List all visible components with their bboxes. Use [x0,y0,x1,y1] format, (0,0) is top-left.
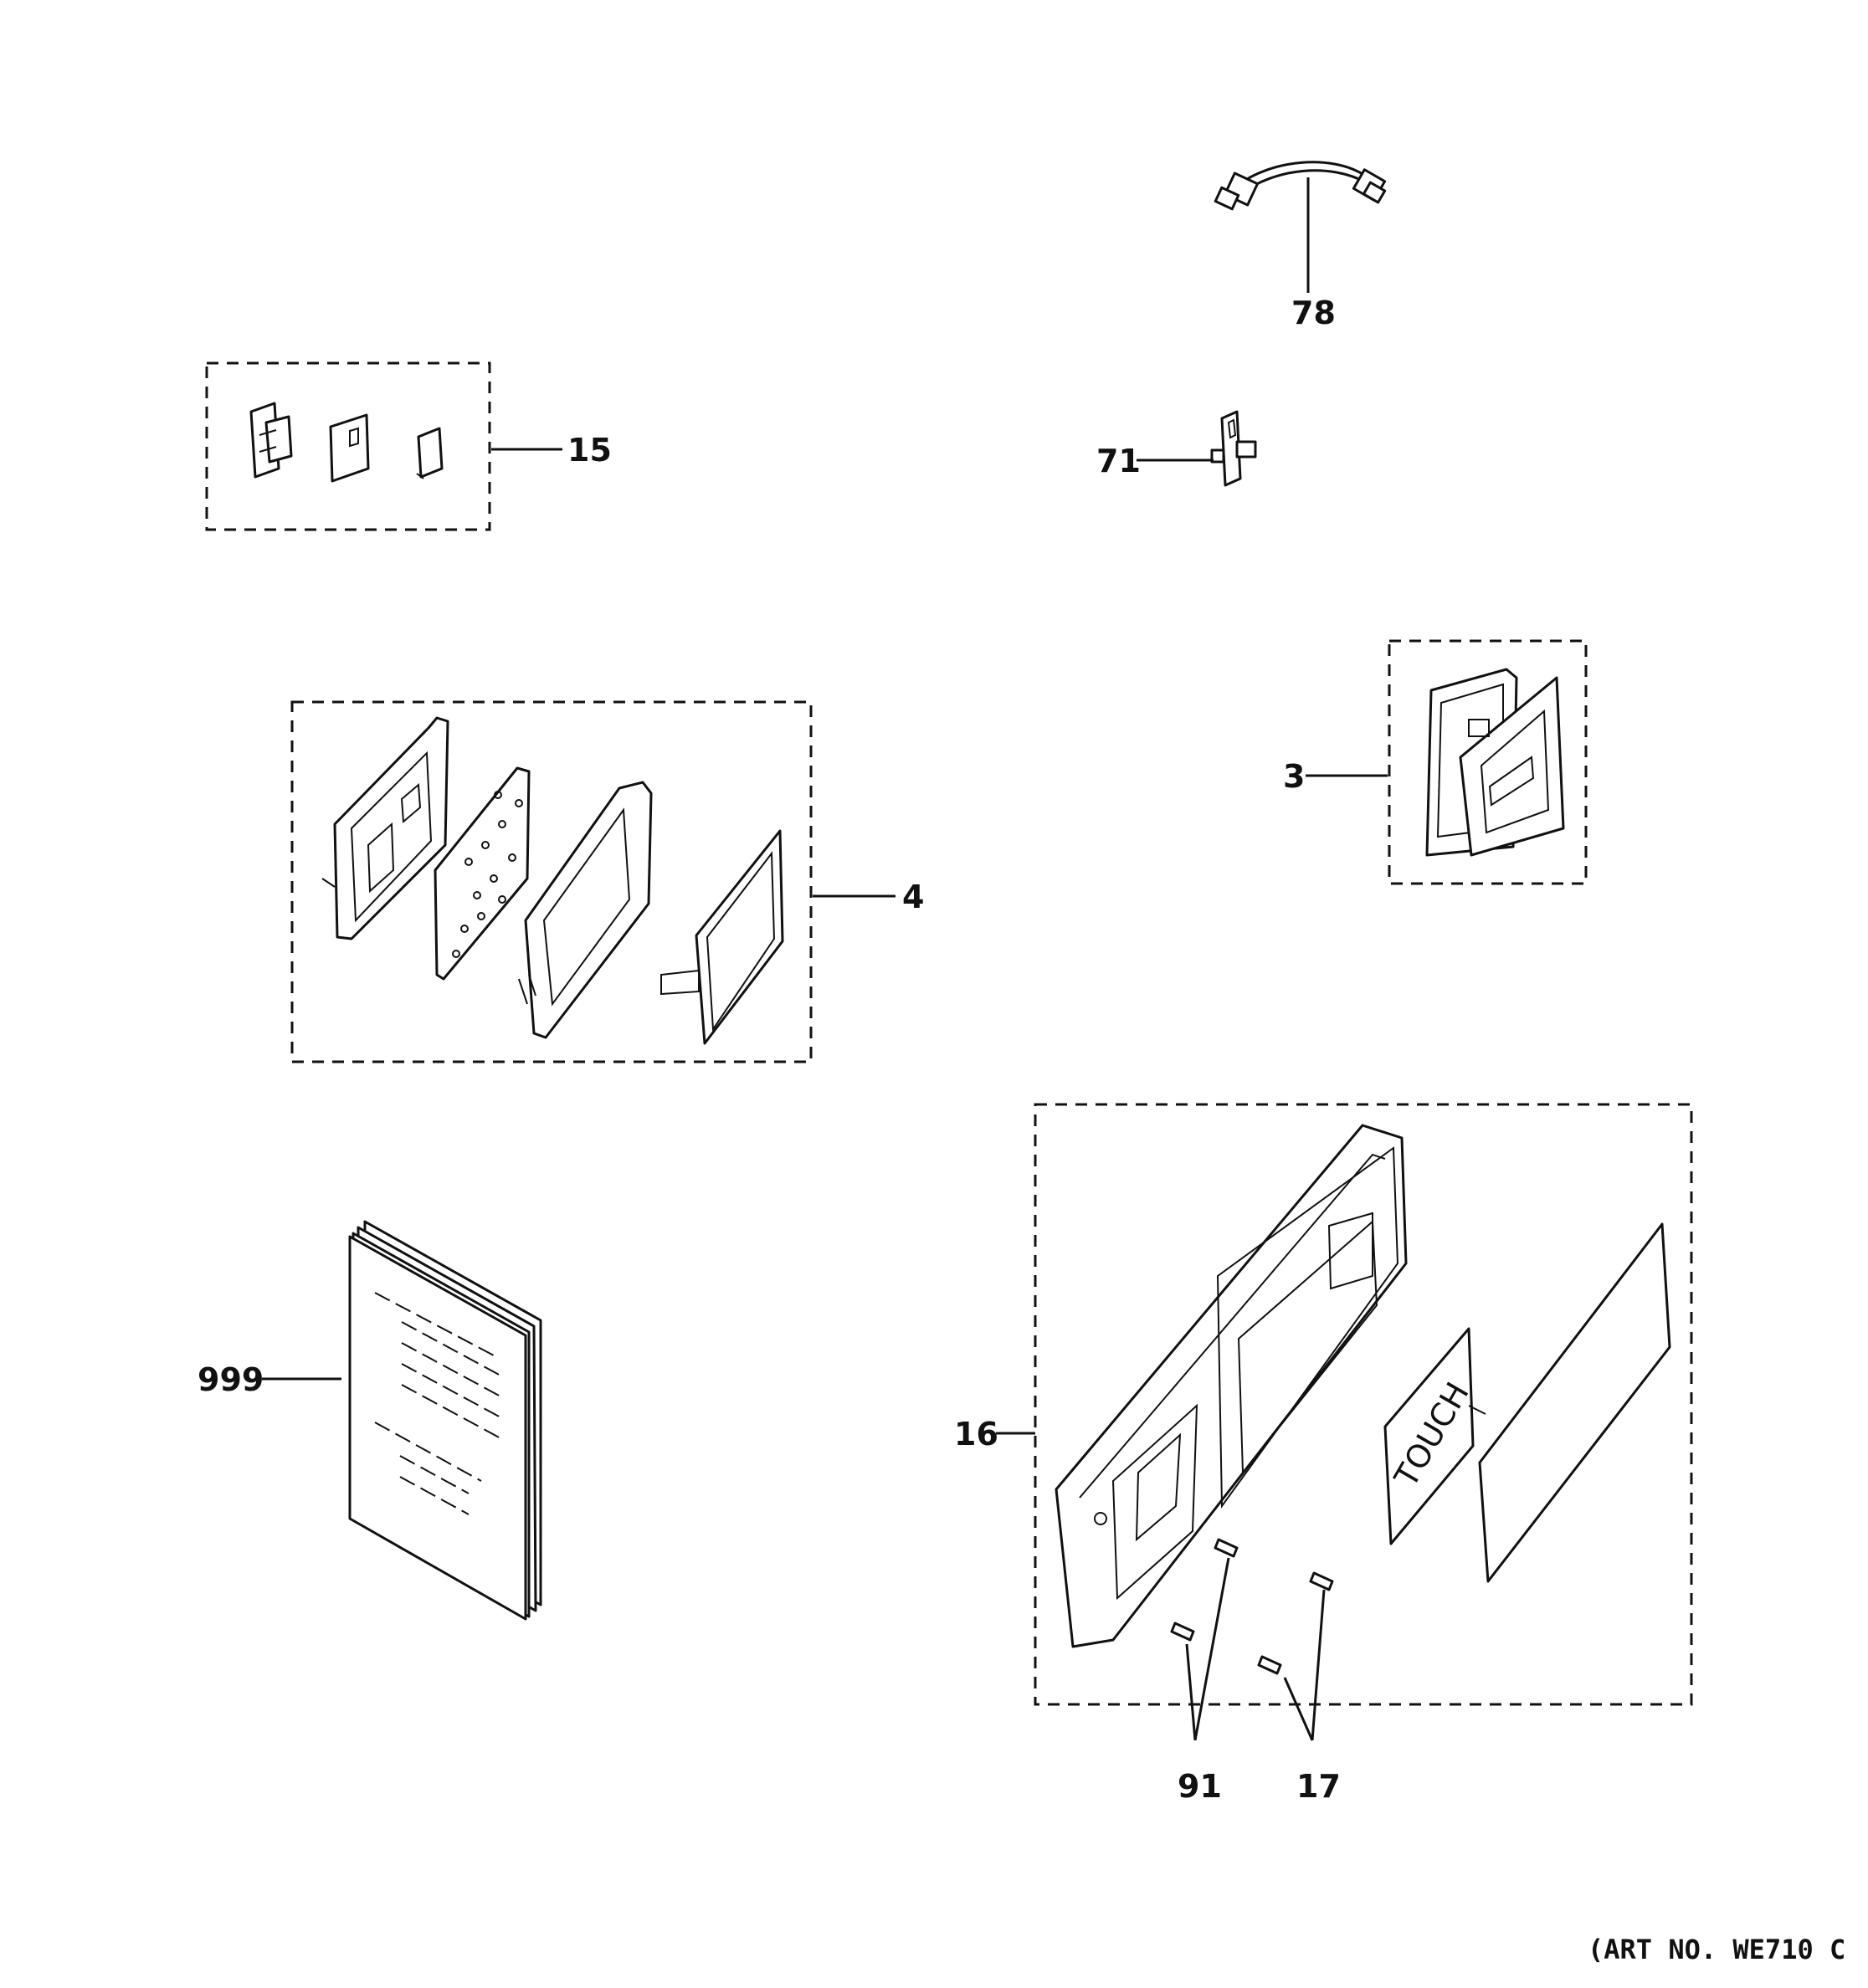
art-number: (ART NO. WE710 C [1588,1934,1845,1965]
manual-part [348,1220,542,1621]
callout-3: 3 [1283,758,1305,795]
kit-15-parts [249,402,444,483]
callout-17: 17 [1296,1768,1341,1805]
switch-part [1210,410,1257,487]
module-3-part [1425,668,1565,857]
panel-16-parts: TOUCH [1055,1124,1671,1648]
board-4-dashed-box [290,700,813,1063]
leader-lines-17 [1283,1589,1326,1741]
callout-999: 999 [198,1361,264,1398]
callout-71: 71 [1096,443,1141,479]
panel-16-dashed-box [1034,1103,1693,1706]
board-4-parts [321,716,784,1045]
callout-4: 4 [902,879,924,915]
callout-78: 78 [1291,295,1336,331]
callout-16: 16 [954,1416,998,1453]
leader-lines-91 [1185,1557,1230,1741]
callout-91: 91 [1178,1768,1222,1805]
kit-15-dashed-box [205,361,491,531]
wire-harness-part [1214,161,1387,211]
callout-15: 15 [567,432,612,469]
screws-parts [1170,1538,1334,1675]
